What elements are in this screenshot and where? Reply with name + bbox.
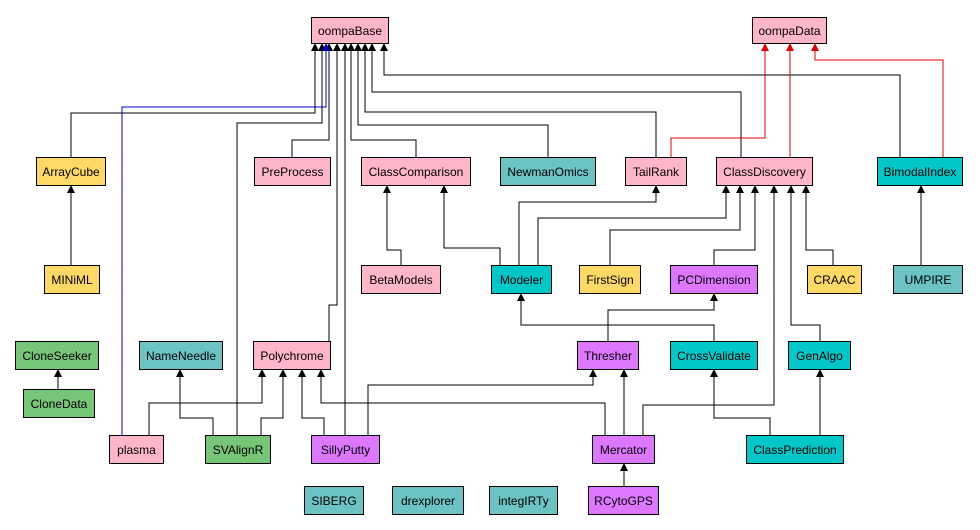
edge-mercator-to-classdiscovery bbox=[642, 185, 778, 435]
edge-preprocess-to-oompabase bbox=[291, 43, 333, 157]
edge-modeler-to-classdiscovery bbox=[537, 185, 730, 265]
edge-modeler-to-tailrank bbox=[518, 185, 660, 265]
edge-svalignr-to-oompabase bbox=[236, 43, 326, 435]
node-crossvalidate[interactable]: CrossValidate bbox=[670, 341, 758, 370]
node-oompadata[interactable]: oompaData bbox=[752, 17, 827, 44]
node-nameneedle[interactable]: NameNeedle bbox=[139, 341, 223, 370]
edge-betamodels-to-classcomparison bbox=[383, 185, 402, 265]
edge-polychrome-to-oompabase bbox=[328, 43, 341, 341]
edge-tailrank-to-oompadata bbox=[670, 43, 769, 157]
node-drexplorer[interactable]: drexplorer bbox=[392, 486, 464, 515]
node-betamodels[interactable]: BetaModels bbox=[361, 265, 441, 294]
edge-firstsign-to-classdiscovery bbox=[609, 185, 744, 265]
edge-thresher-to-pcdimension bbox=[607, 293, 718, 341]
edge-bimodalindex-to-oompadata bbox=[811, 43, 944, 157]
edge-svalignr-to-nameneedle bbox=[176, 369, 214, 435]
node-classcomparison[interactable]: ClassComparison bbox=[361, 157, 471, 186]
node-firstsign[interactable]: FirstSign bbox=[579, 265, 641, 294]
node-thresher[interactable]: Thresher bbox=[577, 341, 639, 370]
edge-arraycube-to-oompabase bbox=[70, 43, 319, 157]
node-clonedata[interactable]: CloneData bbox=[23, 389, 95, 418]
node-craac[interactable]: CRAAC bbox=[807, 265, 862, 294]
node-mercator[interactable]: Mercator bbox=[592, 435, 655, 464]
edges-layer bbox=[54, 43, 944, 486]
node-umpire[interactable]: UMPIRE bbox=[893, 265, 963, 294]
node-preprocess[interactable]: PreProcess bbox=[254, 157, 331, 186]
edge-svalignr-to-polychrome bbox=[260, 369, 287, 435]
node-tailrank[interactable]: TailRank bbox=[625, 157, 687, 186]
edge-genalgo-to-classdiscovery bbox=[787, 185, 821, 341]
edge-craac-to-classdiscovery bbox=[802, 185, 834, 265]
edge-plasma-to-oompabase bbox=[121, 43, 330, 435]
node-bimodalindex[interactable]: BimodalIndex bbox=[877, 157, 963, 186]
edge-plasma-to-polychrome bbox=[148, 369, 266, 435]
node-polychrome[interactable]: Polychrome bbox=[253, 341, 331, 370]
edge-tailrank-to-oompabase bbox=[361, 43, 657, 157]
node-svalignr[interactable]: SVAlignR bbox=[205, 435, 271, 464]
edge-classdiscovery-to-oompabase bbox=[368, 43, 742, 157]
edge-classcomparison-to-oompabase bbox=[347, 43, 417, 157]
edge-mercator-to-polychrome bbox=[317, 369, 606, 435]
edge-sillyputty-to-polychrome bbox=[298, 369, 325, 435]
node-miniml[interactable]: MINiML bbox=[44, 265, 100, 294]
node-siberg[interactable]: SIBERG bbox=[304, 486, 364, 515]
node-arraycube[interactable]: ArrayCube bbox=[36, 157, 106, 186]
node-rcytogps[interactable]: RCytoGPS bbox=[588, 486, 659, 515]
node-oompabase[interactable]: oompaBase bbox=[311, 17, 389, 44]
edge-crossvalidate-to-modeler bbox=[517, 293, 715, 341]
edge-classprediction-to-crossvalidate bbox=[710, 369, 771, 435]
edge-sillyputty-to-thresher bbox=[367, 369, 597, 435]
node-classdiscovery[interactable]: ClassDiscovery bbox=[716, 157, 813, 186]
node-sillyputty[interactable]: SillyPutty bbox=[311, 435, 380, 464]
node-genalgo[interactable]: GenAlgo bbox=[788, 341, 851, 370]
edge-pcdimension-to-classdiscovery bbox=[713, 185, 759, 265]
node-integirty[interactable]: integIRTy bbox=[489, 486, 558, 515]
edge-modeler-to-classcomparison bbox=[440, 185, 501, 265]
edge-newmanomics-to-oompabase bbox=[354, 43, 549, 157]
node-newmanomics[interactable]: NewmanOmics bbox=[500, 157, 596, 186]
node-classprediction[interactable]: ClassPrediction bbox=[746, 435, 844, 464]
node-cloneseeker[interactable]: CloneSeeker bbox=[15, 341, 99, 370]
node-pcdimension[interactable]: PCDimension bbox=[670, 265, 758, 294]
edge-bimodalindex-to-oompabase bbox=[380, 43, 901, 157]
node-plasma[interactable]: plasma bbox=[109, 435, 164, 464]
node-modeler[interactable]: Modeler bbox=[491, 265, 552, 294]
